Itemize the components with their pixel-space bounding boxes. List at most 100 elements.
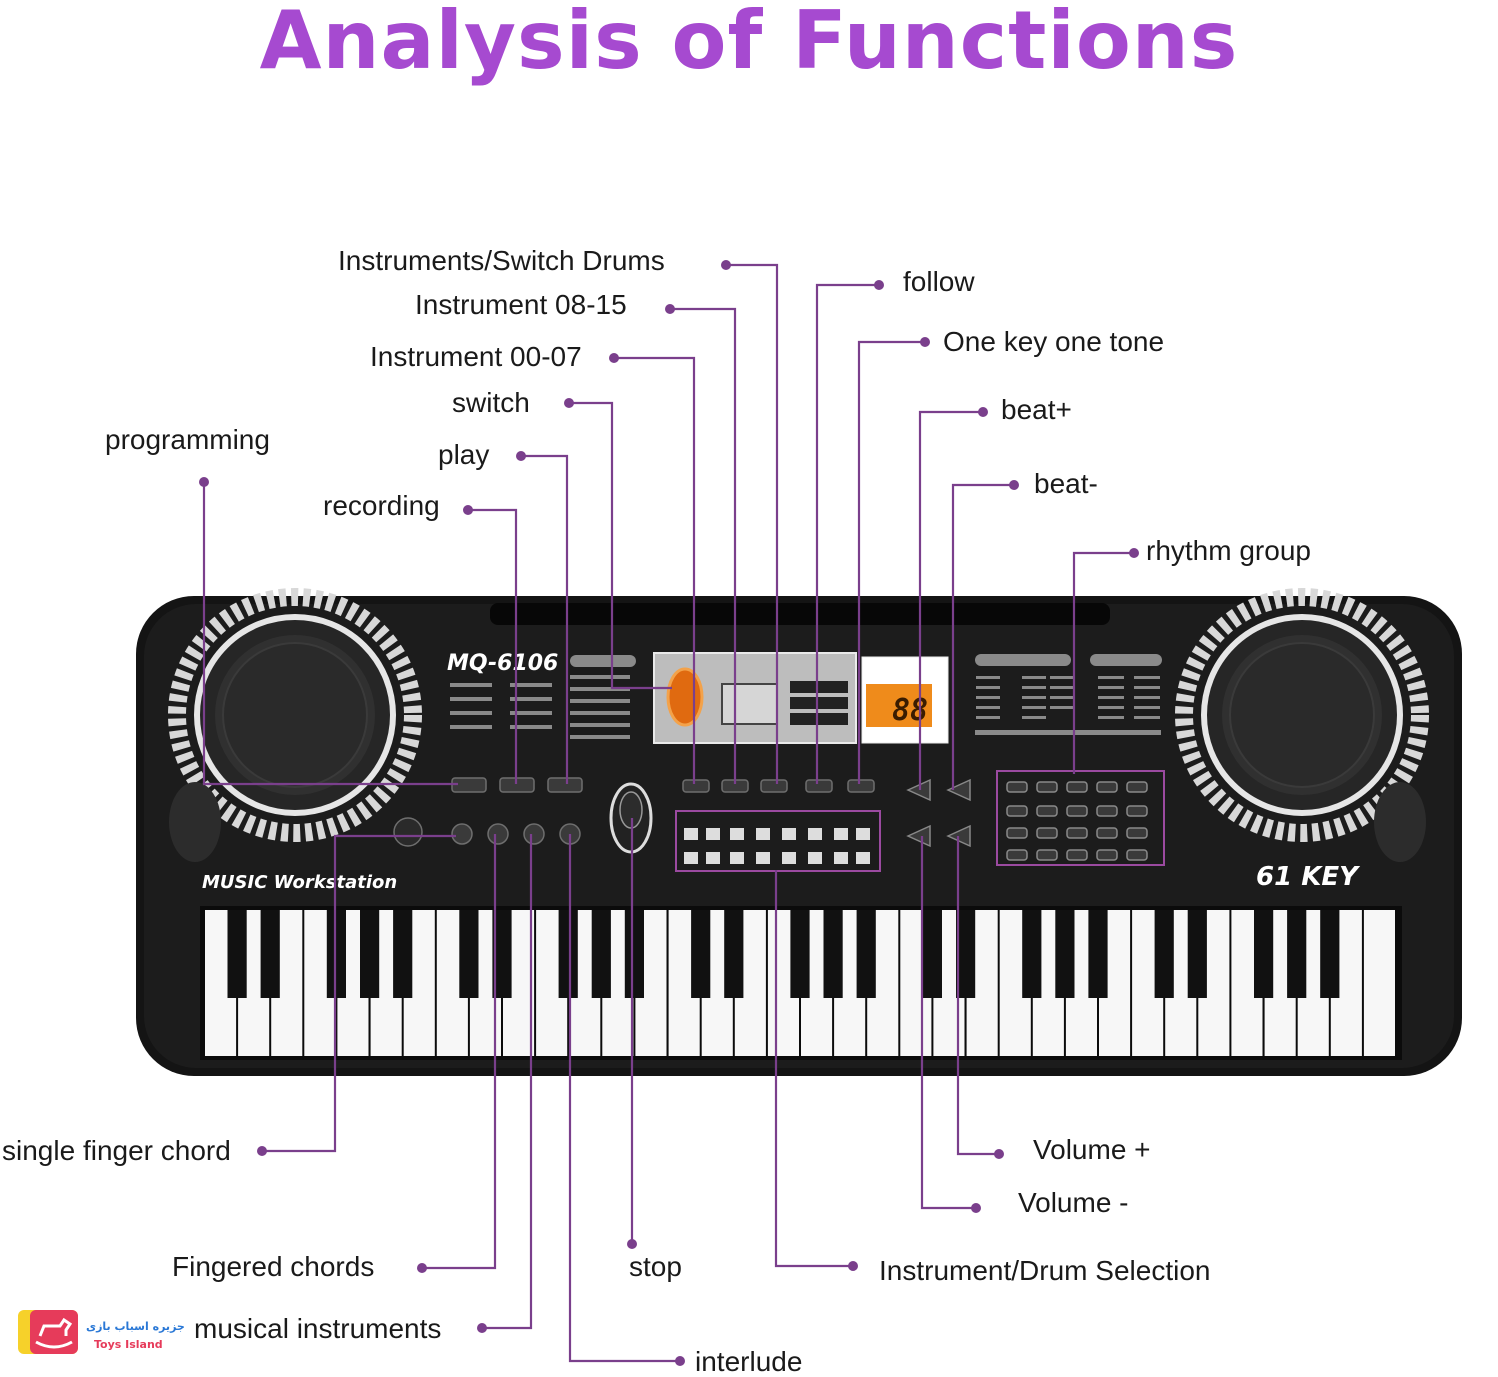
black-key	[227, 910, 247, 998]
label-follow: follow	[903, 266, 975, 297]
leader-dot	[609, 353, 619, 363]
label-musical-instruments: musical instruments	[194, 1313, 442, 1344]
black-key	[558, 910, 578, 998]
tones-list	[975, 654, 1162, 735]
logo-text-fa: جزیره اسباب بازی	[86, 1320, 185, 1333]
black-key	[326, 910, 346, 998]
label-switch: switch	[452, 387, 530, 418]
black-key	[624, 910, 644, 998]
leader-dot	[417, 1263, 427, 1273]
leader-dot	[978, 407, 988, 417]
label-volume-minus: Volume -	[1018, 1187, 1129, 1218]
leader-dot	[848, 1261, 858, 1271]
leader-recording	[468, 508, 518, 784]
black-key	[1287, 910, 1307, 998]
white-key	[1363, 910, 1395, 1056]
leader-beat-minus	[951, 483, 1014, 790]
leader-programming	[202, 482, 458, 786]
label-instruments-switch-drums: Instruments/Switch Drums	[338, 245, 665, 276]
black-key	[1022, 910, 1042, 998]
leader-play	[521, 454, 569, 784]
tone-drum-buttons	[684, 828, 870, 864]
black-key	[492, 910, 512, 998]
leader-dot	[477, 1323, 487, 1333]
toys-island-logo: جزیره اسباب بازی Toys Island	[18, 1308, 188, 1358]
page-title: Analysis of Functions	[259, 0, 1239, 87]
leader-dot	[1129, 548, 1139, 558]
label-instrument-00-07: Instrument 00-07	[370, 341, 582, 372]
leader-dot	[920, 337, 930, 347]
leader-dot	[199, 477, 209, 487]
black-key	[1154, 910, 1174, 998]
black-key	[790, 910, 810, 998]
black-key	[360, 910, 380, 998]
leader-one-key-one-tone	[857, 340, 925, 784]
logo-text-en: Toys Island	[94, 1338, 163, 1351]
label-beat-plus: beat+	[1001, 394, 1072, 425]
leader-dot	[257, 1146, 267, 1156]
right-speaker	[1175, 588, 1429, 862]
label-one-key-one-tone: One key one tone	[943, 326, 1165, 357]
leader-dot	[564, 398, 574, 408]
label-programming: programming	[105, 424, 270, 455]
label-rhythm-group: rhythm group	[1146, 535, 1311, 566]
leader-dot	[675, 1356, 685, 1366]
label-recording: recording	[323, 490, 440, 521]
leader-interlude	[568, 834, 680, 1363]
leader-dot	[1009, 480, 1019, 490]
leader-dot	[721, 260, 731, 270]
leader-instruments-switch-drums	[726, 263, 779, 784]
leader-dot	[463, 505, 473, 515]
black-key	[922, 910, 942, 998]
label-interlude: interlude	[695, 1346, 803, 1377]
black-key	[724, 910, 744, 998]
tone-drum-box	[675, 810, 881, 872]
leader-fingered-chords	[422, 834, 497, 1270]
black-keys	[227, 910, 1340, 998]
left-buttons	[393, 777, 583, 847]
rocking-horse-icon	[35, 1317, 73, 1349]
leader-rhythm-group	[1072, 551, 1134, 774]
leader-dot	[627, 1239, 637, 1249]
label-single-finger-chord: single finger chord	[2, 1135, 231, 1166]
leader-beat-plus	[918, 410, 983, 790]
black-key	[856, 910, 876, 998]
leader-dot	[971, 1203, 981, 1213]
leader-instrument-00-07	[614, 356, 696, 784]
leader-volume-plus	[956, 836, 999, 1156]
label-play: play	[438, 439, 490, 470]
brand-name: MUSIC Workstation	[202, 872, 397, 893]
label-volume-plus: Volume +	[1033, 1134, 1151, 1165]
leader-instrument-08-15	[670, 307, 737, 784]
black-key	[1088, 910, 1108, 998]
black-key	[1055, 910, 1075, 998]
black-key	[823, 910, 843, 998]
leader-dot	[874, 280, 884, 290]
black-key	[1187, 910, 1207, 998]
label-instrument-drum-selection: Instrument/Drum Selection	[879, 1255, 1211, 1286]
leader-dot	[516, 451, 526, 461]
rhythm-group-box	[996, 770, 1165, 866]
label-beat-minus: beat-	[1034, 468, 1098, 499]
leader-dot	[994, 1149, 1004, 1159]
demo-list	[450, 655, 636, 739]
leader-dot	[665, 304, 675, 314]
black-key	[260, 910, 280, 998]
rhythm-buttons	[1006, 781, 1148, 861]
leader-single-finger-chord	[262, 834, 456, 1153]
model-name: MQ-6106	[447, 651, 558, 676]
display-value: 88	[892, 693, 928, 728]
black-key	[591, 910, 611, 998]
black-key	[393, 910, 413, 998]
black-key	[459, 910, 479, 998]
left-speaker	[168, 588, 422, 862]
keys-badge: 61 KEY	[1256, 862, 1361, 892]
keyboard-illustration: MQ-6106 MUSIC Workstation 61 KEY 88	[136, 588, 1462, 1076]
leader-follow	[815, 283, 879, 784]
black-key	[691, 910, 711, 998]
black-key	[956, 910, 976, 998]
label-instrument-08-15: Instrument 08-15	[415, 289, 627, 320]
leader-lines	[202, 263, 1134, 1363]
label-stop: stop	[629, 1251, 682, 1282]
